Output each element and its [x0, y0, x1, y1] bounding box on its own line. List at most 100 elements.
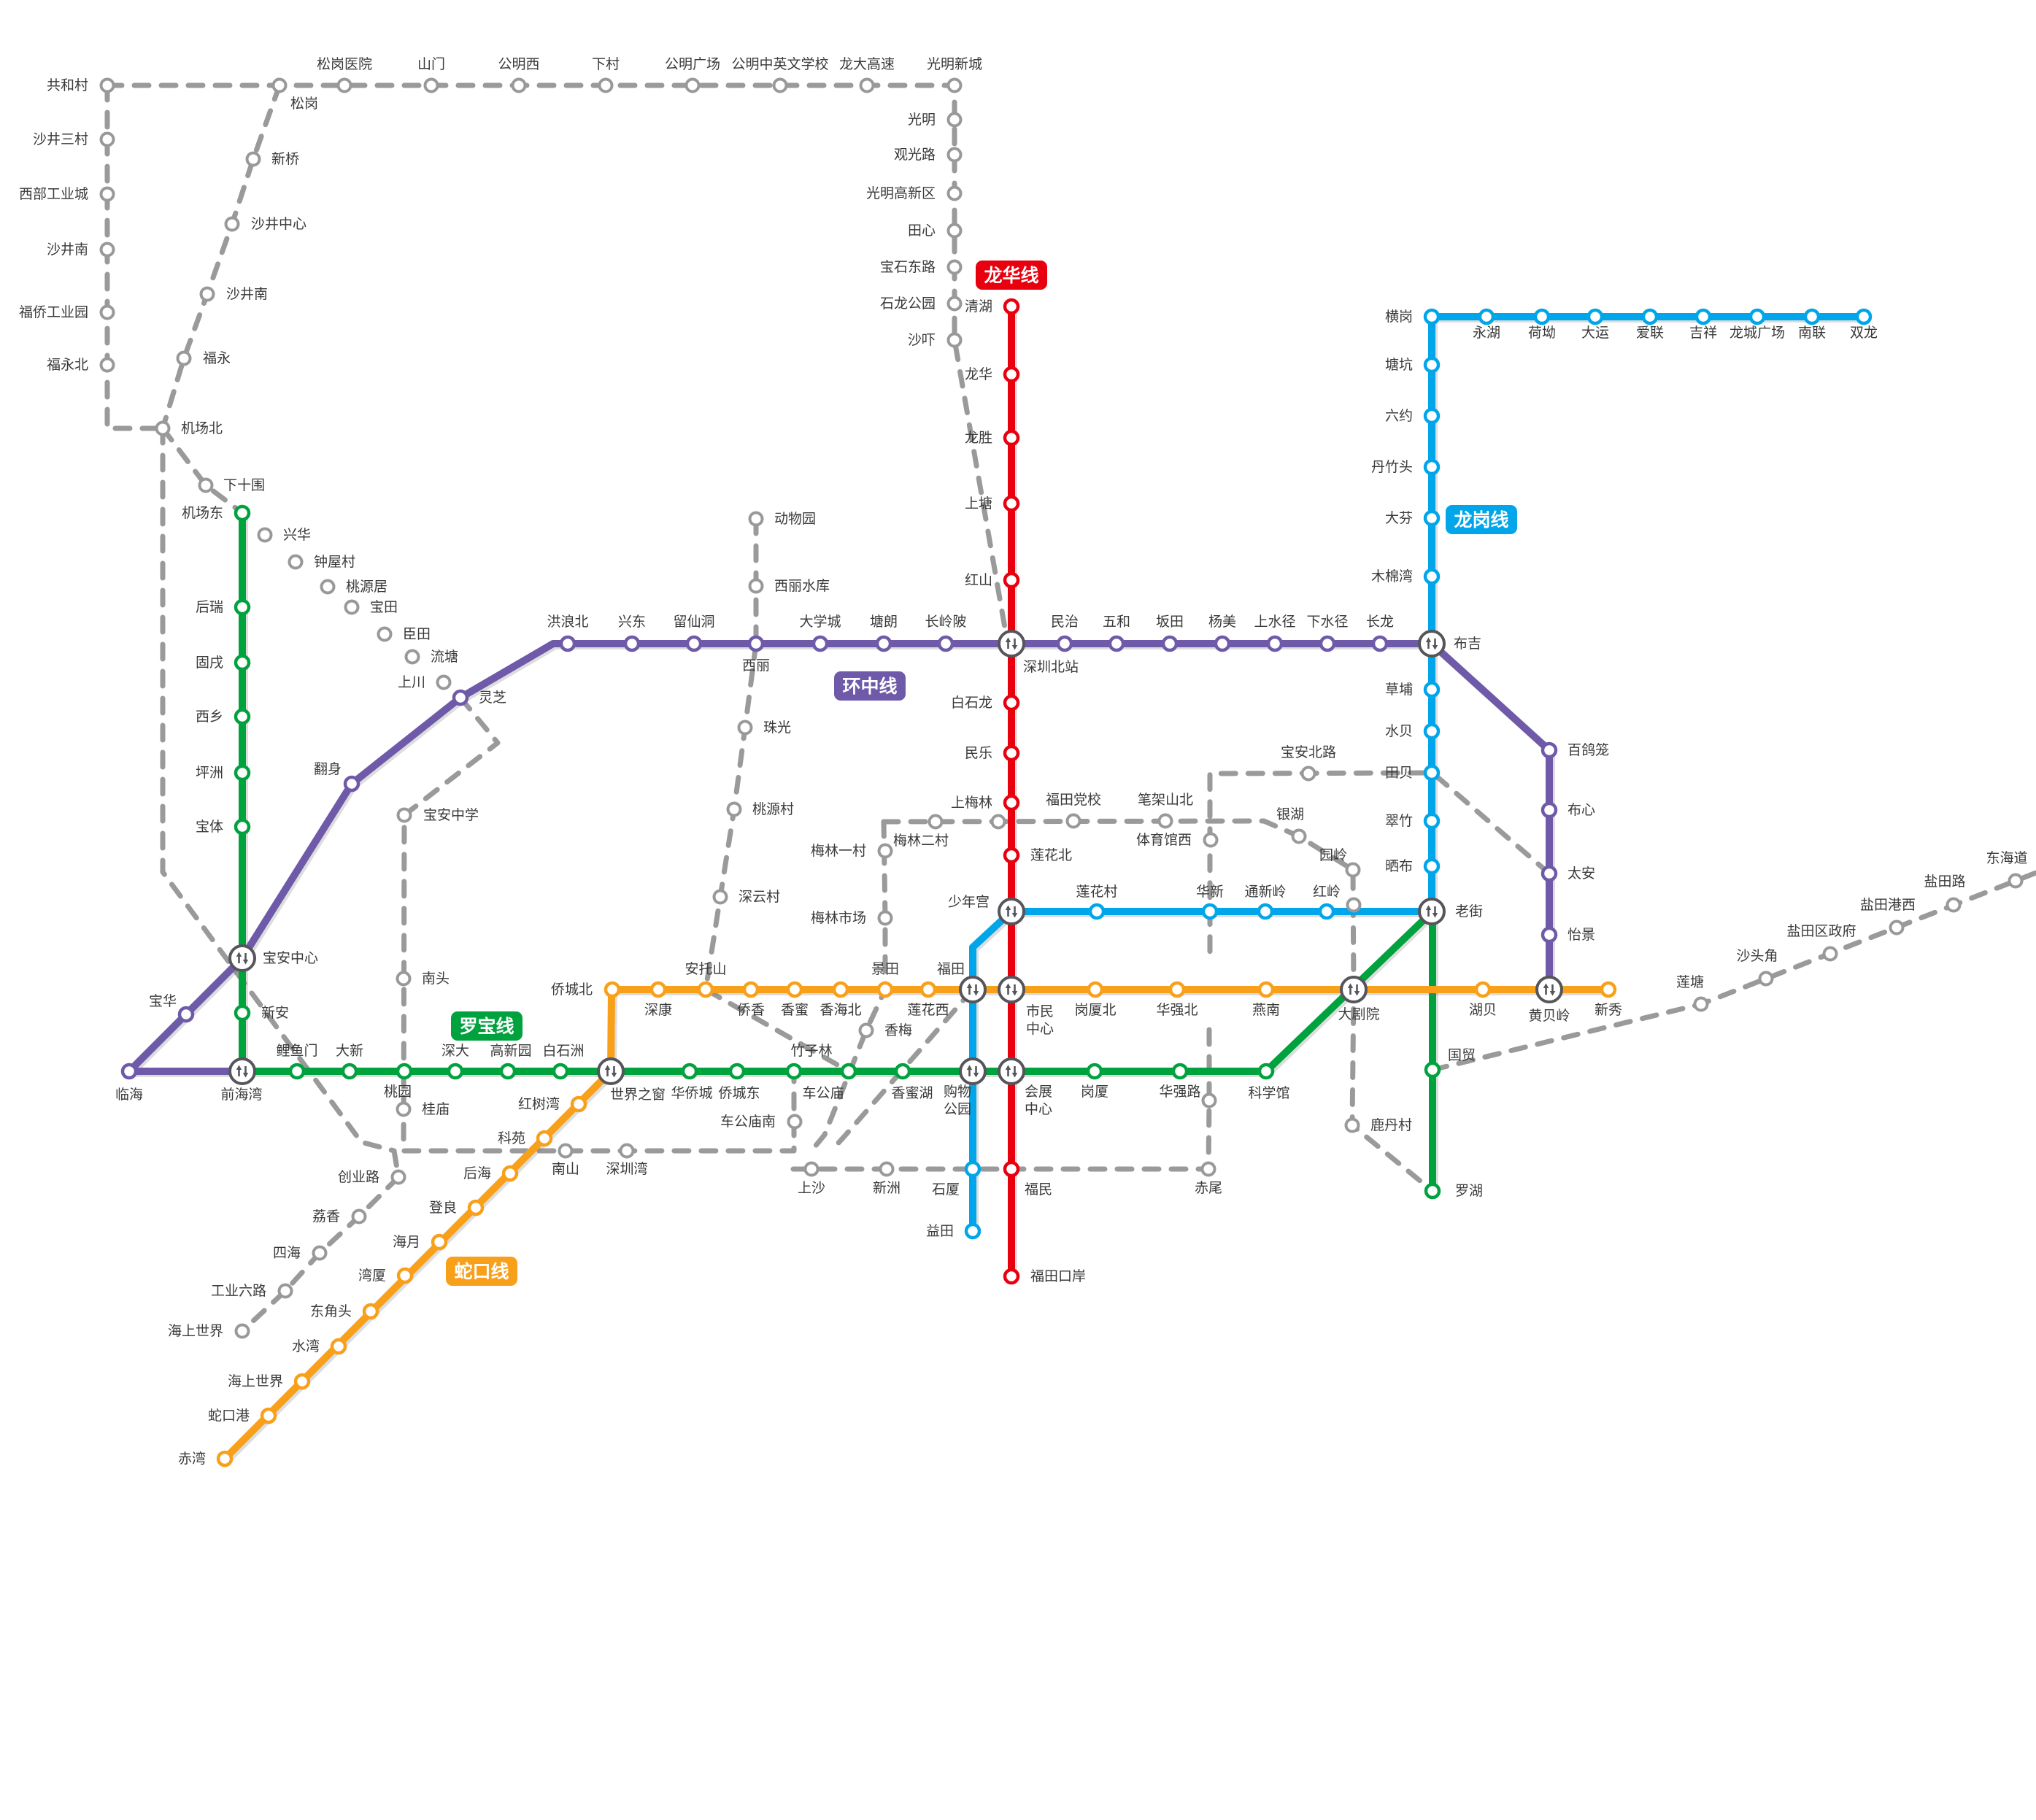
- station-宝华[interactable]: [177, 1006, 195, 1023]
- station-侨香[interactable]: [742, 981, 760, 998]
- station-莲花北[interactable]: [1003, 847, 1020, 864]
- line-badge-shekou[interactable]: 蛇口线: [446, 1257, 517, 1286]
- station-沙吓[interactable]: [946, 332, 963, 348]
- station-布心[interactable]: [1541, 801, 1558, 819]
- station-宝安中学[interactable]: [396, 807, 412, 823]
- station-沙井南[interactable]: [199, 286, 215, 302]
- station-上水径[interactable]: [1266, 635, 1284, 652]
- station-长岭陂[interactable]: [937, 635, 955, 652]
- station-梅林二村[interactable]: [928, 814, 944, 830]
- station-宝田[interactable]: [344, 599, 360, 615]
- station-后海[interactable]: [501, 1165, 519, 1182]
- station-草埔[interactable]: [1423, 681, 1441, 698]
- station-梅林市场[interactable]: [877, 910, 893, 926]
- line-badge-huanzhong[interactable]: 环中线: [834, 671, 906, 701]
- station-白石龙[interactable]: [1003, 694, 1020, 712]
- station-香海北[interactable]: [832, 981, 849, 998]
- station-大新[interactable]: [341, 1063, 358, 1080]
- station-荷坳[interactable]: [1533, 308, 1551, 325]
- station-公明广场[interactable]: [685, 77, 701, 93]
- station-光明[interactable]: [946, 112, 963, 128]
- station-体育馆西[interactable]: [1203, 832, 1219, 848]
- station-高新园[interactable]: [499, 1063, 517, 1080]
- station-田心[interactable]: [946, 223, 963, 239]
- station-香蜜[interactable]: [786, 981, 803, 998]
- station-福民[interactable]: [1003, 1160, 1020, 1178]
- station-沙井南[interactable]: [99, 242, 115, 258]
- station-东海道[interactable]: [2008, 873, 2024, 889]
- station-华强路[interactable]: [1171, 1063, 1189, 1080]
- station-机场北[interactable]: [155, 420, 171, 436]
- station-宝体[interactable]: [234, 818, 251, 836]
- station-车公庙[interactable]: [840, 1063, 857, 1080]
- station-坪洲[interactable]: [234, 764, 251, 782]
- station-安托山[interactable]: [697, 981, 714, 998]
- station-上塘[interactable]: [1003, 495, 1020, 512]
- station-坂田[interactable]: [1161, 635, 1179, 652]
- station-红树湾[interactable]: [570, 1095, 587, 1113]
- station-龙胜[interactable]: [1003, 429, 1020, 447]
- station-岗厦北[interactable]: [1087, 981, 1104, 998]
- station-五和[interactable]: [1108, 635, 1125, 652]
- station-桃源村[interactable]: [726, 801, 742, 817]
- station-新洲[interactable]: [879, 1161, 895, 1177]
- station-侨城北[interactable]: [604, 981, 621, 998]
- station-笔架山北[interactable]: [1157, 813, 1173, 829]
- station-黄贝岭[interactable]: [1535, 976, 1563, 1003]
- station-银湖[interactable]: [1291, 828, 1307, 844]
- station-四海[interactable]: [312, 1245, 328, 1261]
- station-荔香[interactable]: [351, 1208, 367, 1225]
- station-华侨城[interactable]: [681, 1063, 698, 1080]
- station-水湾[interactable]: [330, 1338, 347, 1355]
- station-南山[interactable]: [558, 1143, 574, 1159]
- station-丹竹头[interactable]: [1423, 458, 1441, 476]
- station-车公庙南[interactable]: [787, 1114, 803, 1130]
- station-翻身[interactable]: [343, 775, 360, 793]
- station-会展中心[interactable]: [998, 1057, 1025, 1085]
- station-水贝[interactable]: [1423, 722, 1441, 740]
- station-上川[interactable]: [436, 674, 452, 690]
- station-大剧院[interactable]: [1340, 976, 1368, 1003]
- station-盐田区政府[interactable]: [1822, 946, 1838, 962]
- station-深康[interactable]: [649, 981, 667, 998]
- station-莲塘[interactable]: [1693, 996, 1709, 1012]
- station-白石洲[interactable]: [552, 1063, 569, 1080]
- station-怡景[interactable]: [1541, 926, 1558, 944]
- station-东角头[interactable]: [362, 1303, 379, 1320]
- station-赤湾[interactable]: [216, 1450, 234, 1468]
- station-科学馆[interactable]: [1257, 1063, 1275, 1080]
- line-badge-luobao[interactable]: 罗宝线: [451, 1011, 523, 1041]
- station-世界之窗[interactable]: [597, 1057, 625, 1085]
- station-侨城东[interactable]: [728, 1063, 746, 1080]
- station-福永[interactable]: [176, 350, 192, 366]
- station-香梅[interactable]: [858, 1022, 874, 1038]
- station-新安[interactable]: [234, 1004, 251, 1022]
- station-固戌[interactable]: [234, 654, 251, 671]
- station-创业路[interactable]: [390, 1169, 406, 1185]
- station-盐田港西[interactable]: [1889, 919, 1905, 936]
- station-爱联[interactable]: [1641, 308, 1659, 325]
- station-沙井中心[interactable]: [224, 216, 240, 232]
- station-岗厦[interactable]: [1086, 1063, 1103, 1080]
- station-海上世界[interactable]: [234, 1323, 250, 1339]
- station-西丽[interactable]: [747, 635, 765, 652]
- station-龙城广场[interactable]: [1748, 308, 1766, 325]
- station-宝石东路[interactable]: [946, 259, 963, 275]
- station-西丽水库[interactable]: [748, 578, 764, 594]
- station-钟屋村[interactable]: [288, 554, 304, 570]
- line-badge-longgang[interactable]: 龙岗线: [1446, 505, 1517, 534]
- station-机场东[interactable]: [234, 504, 251, 522]
- station-科苑[interactable]: [536, 1130, 553, 1147]
- station-永湖[interactable]: [1478, 308, 1495, 325]
- station-深圳北站[interactable]: [998, 630, 1025, 658]
- station-unnamed[interactable]: [990, 814, 1006, 830]
- station-西乡[interactable]: [234, 708, 251, 725]
- station-共和村[interactable]: [99, 77, 115, 93]
- station-福侨工业园[interactable]: [99, 304, 115, 320]
- station-沙井三村[interactable]: [99, 131, 115, 147]
- station-市民中心[interactable]: [998, 976, 1025, 1003]
- station-下十围[interactable]: [198, 477, 214, 493]
- station-宝安中心[interactable]: [228, 944, 256, 972]
- station-福田[interactable]: [959, 976, 987, 1003]
- station-福田党校[interactable]: [1065, 813, 1081, 829]
